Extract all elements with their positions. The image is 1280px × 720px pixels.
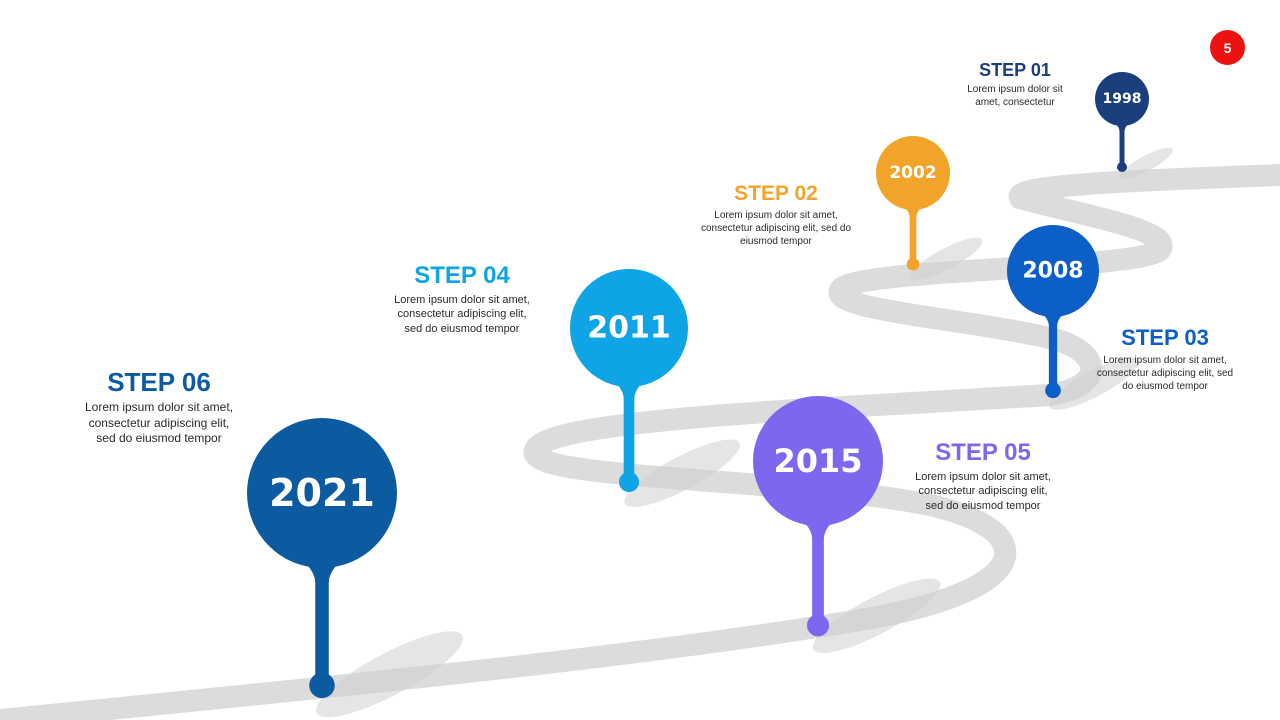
pin-drop — [618, 471, 640, 493]
pin-drop — [309, 672, 335, 699]
step-04-description: Lorem ipsum dolor sit amet, consectetur … — [394, 294, 530, 335]
step-02-pin: 2002 — [876, 136, 983, 280]
step-05-pin: 2015 — [753, 396, 941, 653]
pin-stem — [883, 193, 943, 262]
step-04-year: 2011 — [587, 311, 671, 346]
pin-drop — [806, 614, 830, 637]
pin-stem — [262, 534, 382, 681]
step-01-title: STEP 01 — [979, 60, 1051, 80]
pin-head — [570, 269, 688, 387]
pin-shadow — [812, 578, 941, 653]
step-06-pin: 2021 — [247, 418, 464, 718]
pin-head — [876, 136, 950, 210]
pin-drop — [1045, 382, 1061, 399]
step-06-year: 2021 — [269, 471, 375, 515]
step-03-year: 2008 — [1022, 259, 1083, 284]
pin-shadow — [1119, 147, 1173, 179]
step-02-description: Lorem ipsum dolor sit amet, consectetur … — [700, 210, 852, 247]
pin-shadow — [624, 439, 740, 508]
pin-drop — [906, 257, 920, 271]
step-03-label: STEP 03 Lorem ipsum dolor sit amet, cons… — [1090, 327, 1240, 393]
step-04-title: STEP 04 — [414, 262, 510, 289]
step-05-year: 2015 — [773, 442, 862, 480]
step-02-year: 2002 — [889, 163, 936, 183]
pin-stem — [581, 360, 677, 478]
step-01-description: Lorem ipsum dolor sit amet, consectetur — [967, 84, 1063, 108]
step-02-title: STEP 02 — [734, 182, 818, 205]
step-06-title: STEP 06 — [107, 367, 211, 397]
pin-shadow — [910, 237, 983, 280]
step-03-pin: 2008 — [1007, 225, 1140, 410]
step-05-label: STEP 05 Lorem ipsum dolor sit amet, cons… — [910, 441, 1056, 513]
step-03-title: STEP 03 — [1121, 325, 1209, 350]
step-03-description: Lorem ipsum dolor sit amet, consectetur … — [1096, 355, 1234, 392]
step-04-label: STEP 04 Lorem ipsum dolor sit amet, cons… — [388, 264, 536, 336]
pin-stem — [1016, 296, 1090, 388]
pin-head — [1095, 72, 1149, 126]
pin-stem — [766, 496, 870, 621]
step-04-pin: 2011 — [570, 269, 740, 508]
step-06-description: Lorem ipsum dolor sit amet, consectetur … — [84, 400, 234, 446]
step-01-year: 1998 — [1103, 91, 1142, 107]
pin-head — [753, 396, 883, 526]
step-02-label: STEP 02 Lorem ipsum dolor sit amet, cons… — [700, 183, 852, 248]
pin-head — [247, 418, 397, 568]
page-number-badge: 5 — [1210, 30, 1245, 65]
pin-shadow — [1049, 357, 1140, 410]
pin-head — [1007, 225, 1099, 317]
step-05-title: STEP 05 — [935, 439, 1031, 466]
pin-stem — [1100, 113, 1144, 165]
step-06-label: STEP 06 Lorem ipsum dolor sit amet, cons… — [78, 369, 240, 447]
step-01-pin: 1998 — [1095, 72, 1173, 179]
step-05-description: Lorem ipsum dolor sit amet, consectetur … — [915, 471, 1051, 512]
pin-drop — [1117, 162, 1127, 172]
step-01-label: STEP 01 Lorem ipsum dolor sit amet, cons… — [960, 61, 1070, 109]
pin-shadow — [315, 631, 464, 718]
